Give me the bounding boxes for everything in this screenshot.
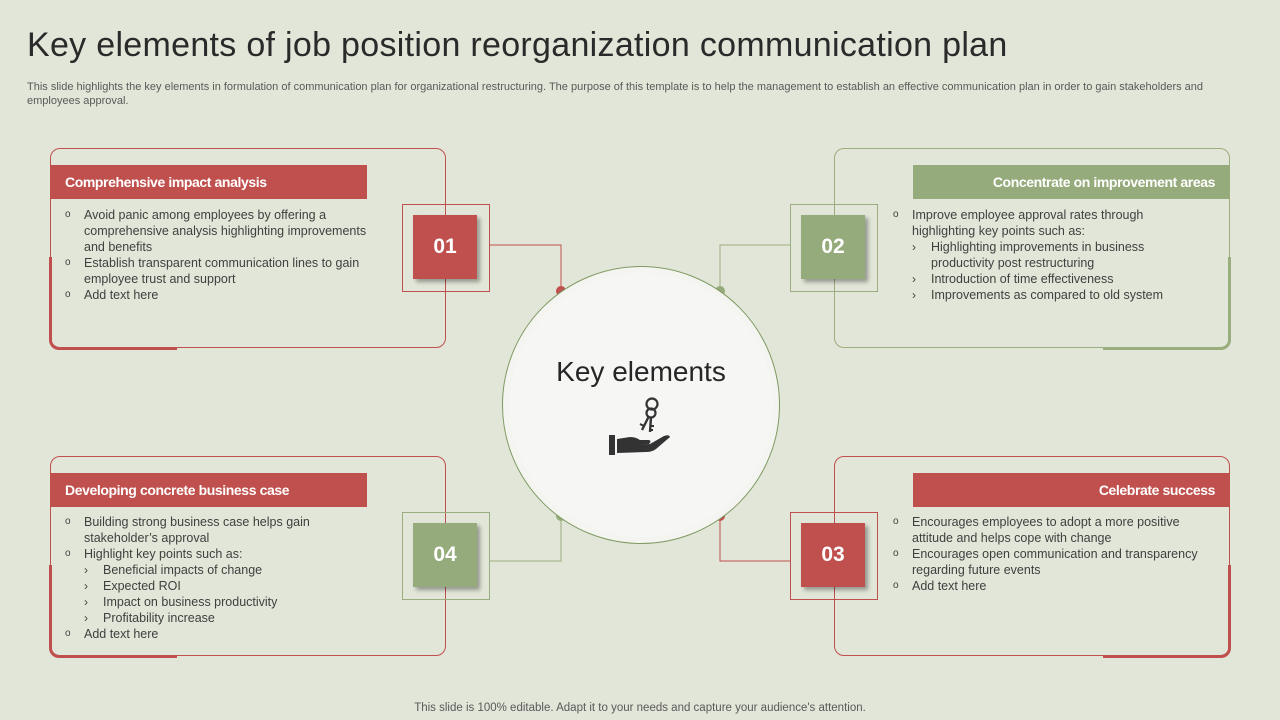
- number-badge-04: 04: [413, 523, 477, 587]
- number-frame-02: 02: [790, 204, 878, 292]
- number-frame-01: 01: [402, 204, 490, 292]
- number-badge-01: 01: [413, 215, 477, 279]
- connector-02: [719, 244, 790, 291]
- page-title: Key elements of job position reorganizat…: [27, 26, 1008, 64]
- card-heading: Developing concrete business case: [51, 473, 367, 507]
- list-subitem: ›Introduction of time effectiveness: [912, 272, 1114, 286]
- list-subitem: ›Highlighting improvements in business p…: [912, 240, 1145, 270]
- number-badge-02: 02: [801, 215, 865, 279]
- card-heading: Comprehensive impact analysis: [51, 165, 367, 199]
- connector-04: [490, 516, 562, 562]
- number-frame-03: 03: [790, 512, 878, 600]
- card-heading: Celebrate success: [913, 473, 1229, 507]
- page-subtitle: This slide highlights the key elements i…: [27, 81, 1204, 107]
- number-badge-03: 03: [801, 523, 865, 587]
- connector-03: [719, 516, 790, 562]
- list-subitem: ›Improvements as compared to old system: [912, 288, 1164, 302]
- card-heading: Concentrate on improvement areas: [913, 165, 1229, 199]
- connector-01: [490, 244, 562, 291]
- hand-with-keys-icon: [609, 397, 670, 455]
- list-subitem: ›Beneficial impacts of change: [84, 563, 263, 577]
- center-label: Key elements: [556, 356, 726, 387]
- footer-note: This slide is 100% editable. Adapt it to…: [414, 702, 866, 714]
- list-subitem: ›Expected ROI: [84, 579, 181, 593]
- number-frame-04: 04: [402, 512, 490, 600]
- list-subitem: ›Impact on business productivity: [84, 595, 278, 609]
- center-circle-inner: [509, 273, 773, 537]
- list-subitem: ›Profitability increase: [84, 611, 215, 625]
